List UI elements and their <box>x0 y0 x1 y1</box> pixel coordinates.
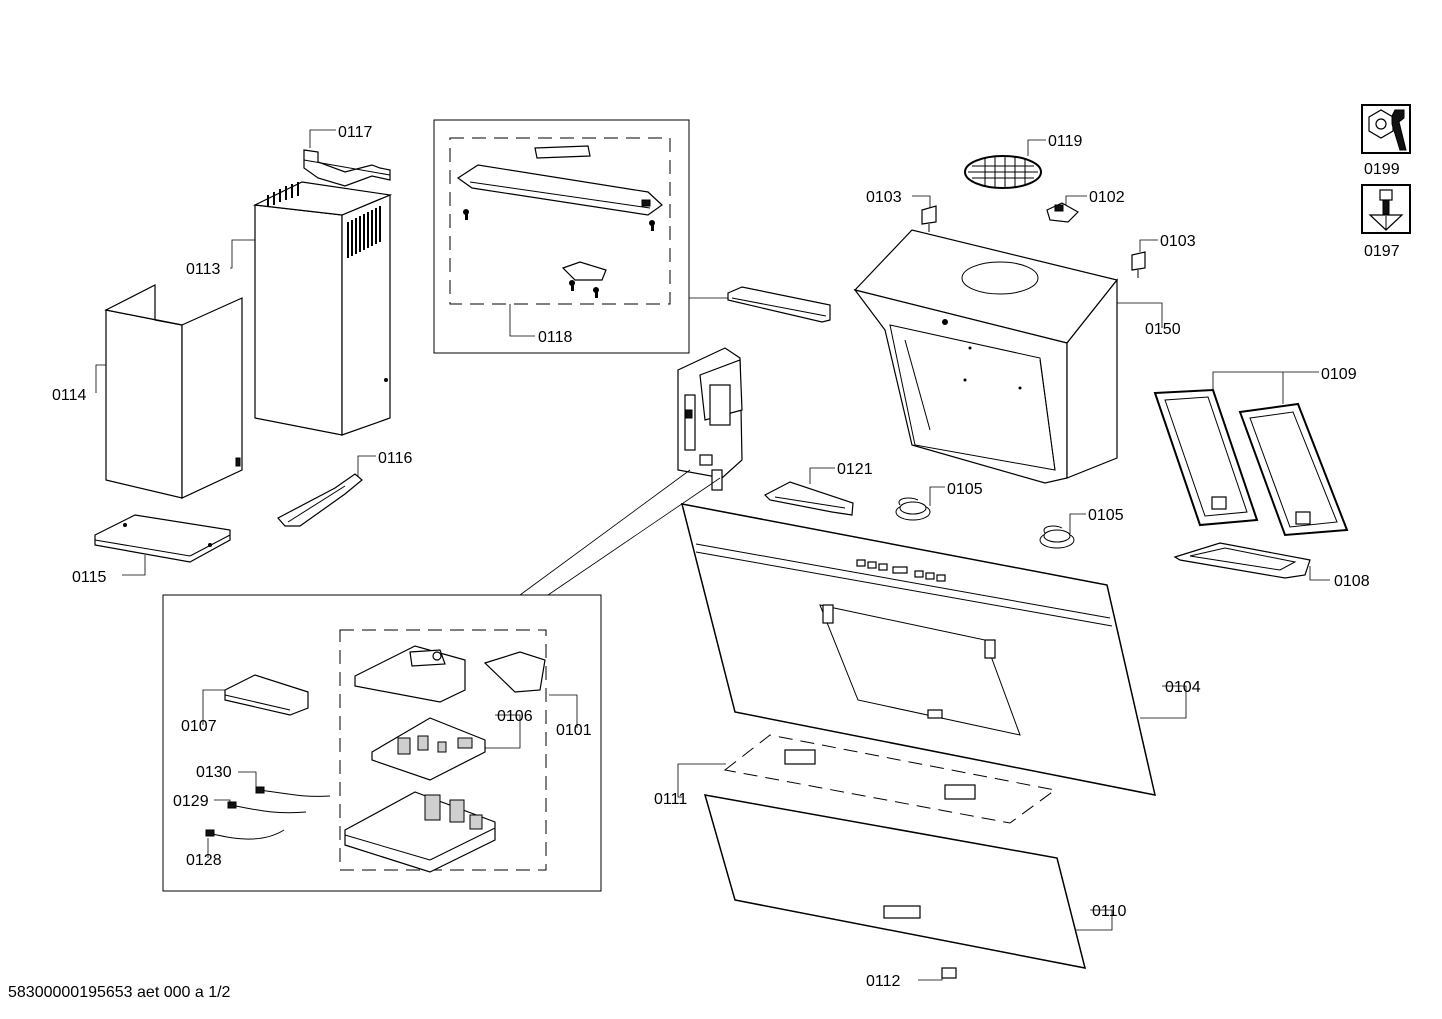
callout-0129: 0129 <box>173 793 209 810</box>
callout-0105-right: 0105 <box>1088 507 1124 524</box>
callout-0117: 0117 <box>338 124 373 141</box>
callout-0114: 0114 <box>52 387 87 404</box>
lamp-0105a <box>895 497 931 521</box>
callout-0101: 0101 <box>556 722 592 739</box>
callout-0106: 0106 <box>497 708 533 725</box>
detail-box-0101 <box>162 594 602 892</box>
lamp-holder-0103b <box>1131 251 1146 278</box>
lower-chimney-0114 <box>104 284 243 499</box>
callout-0119: 0119 <box>1048 133 1083 150</box>
front-panel-0104 <box>680 503 1156 796</box>
callout-0113: 0113 <box>186 261 221 278</box>
callout-0103-upper: 0103 <box>866 189 902 206</box>
callout-0110: 0110 <box>1092 903 1127 920</box>
callout-0118: 0118 <box>538 329 573 346</box>
electronic-module-0101 <box>519 347 743 596</box>
screwdriver-icon <box>1361 184 1411 234</box>
panel-0111 <box>723 734 1057 824</box>
chimney-bracket-0115 <box>94 514 231 563</box>
small-part-0112 <box>941 967 957 979</box>
callout-0109: 0109 <box>1321 366 1357 383</box>
callout-0116: 0116 <box>378 450 413 467</box>
callout-0150: 0150 <box>1145 321 1181 338</box>
leader-lines <box>95 129 1330 981</box>
chimney-bracket-0116 <box>277 473 363 527</box>
upper-chimney-0113 <box>252 181 393 436</box>
glass-panel-0110 <box>703 794 1087 969</box>
callout-0115: 0115 <box>72 569 107 586</box>
control-bar-0118 <box>689 286 831 323</box>
callout-0112: 0112 <box>866 973 901 990</box>
grease-filter-0109 <box>1153 388 1349 537</box>
callout-0130: 0130 <box>196 764 232 781</box>
callout-0128: 0128 <box>186 852 222 869</box>
callout-0111: 0111 <box>654 791 687 808</box>
callout-0103-right: 0103 <box>1160 233 1196 250</box>
switch-part-0102 <box>1046 202 1079 223</box>
callout-0197: 0197 <box>1364 243 1400 260</box>
chimney-bracket-0117 <box>303 149 391 187</box>
callout-0104: 0104 <box>1165 679 1201 696</box>
callout-0199: 0199 <box>1364 161 1400 178</box>
wrench-nut-icon <box>1361 104 1411 154</box>
callout-0102: 0102 <box>1089 189 1125 206</box>
callout-0105-left: 0105 <box>947 481 983 498</box>
callout-0108: 0108 <box>1334 573 1370 590</box>
hood-body-0150 <box>853 229 1119 484</box>
lamp-0105b <box>1039 525 1075 549</box>
bracket-0121 <box>763 481 854 516</box>
filter-tray-0108 <box>1173 542 1311 579</box>
detail-box-0118 <box>433 119 690 354</box>
callout-0107: 0107 <box>181 718 217 735</box>
callout-0121: 0121 <box>837 461 873 478</box>
grille-0119 <box>964 155 1042 189</box>
drawing-id: 58300000195653 aet 000 a 1/2 <box>8 984 231 1001</box>
lamp-holder-0103a <box>921 205 937 232</box>
